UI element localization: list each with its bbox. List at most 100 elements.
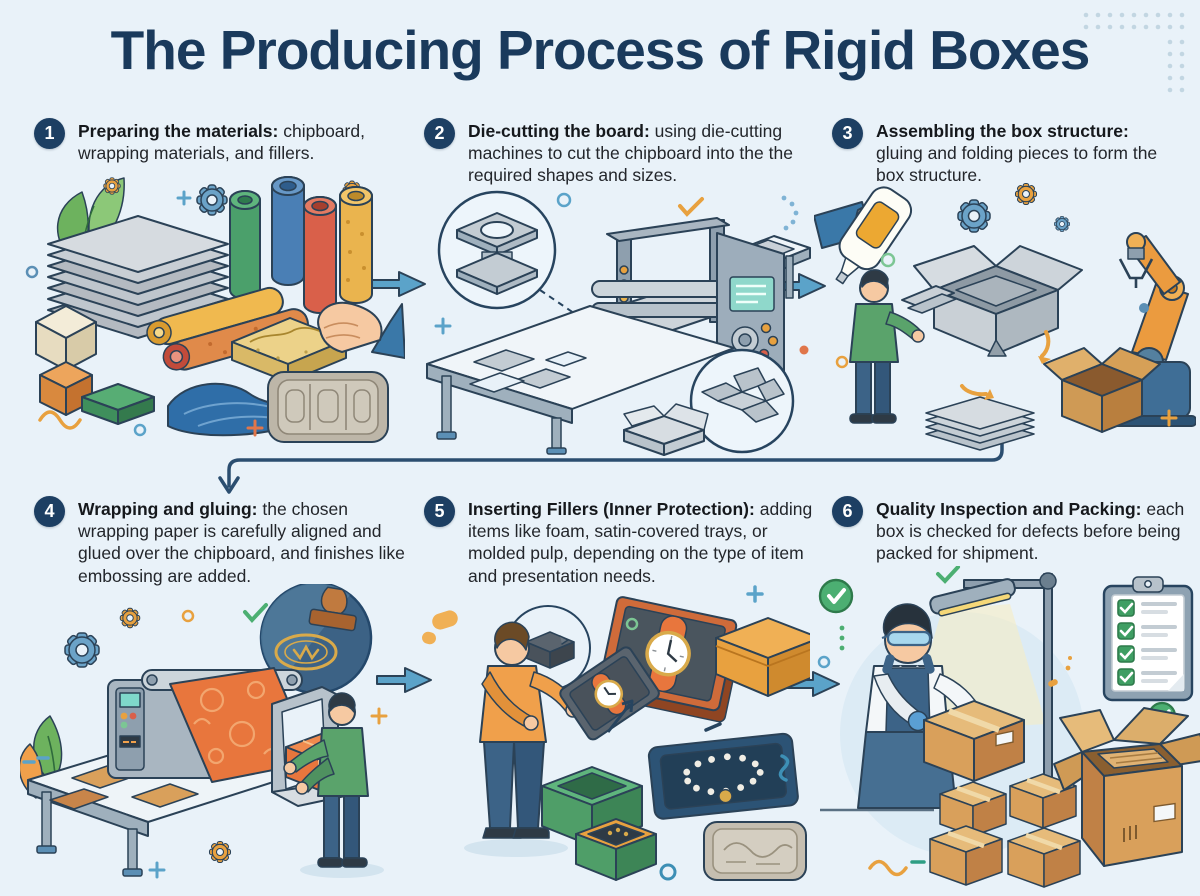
worker-figure [849, 269, 957, 424]
curved-arrow-head [1038, 356, 1051, 364]
molded-pulp-tray-icon [267, 371, 389, 443]
step-1-heading: Preparing the materials: [78, 121, 279, 141]
dash-decoration [704, 722, 722, 732]
circle-decoration [659, 863, 677, 881]
curved-arrow-icon [960, 384, 988, 397]
dot-grid-decoration [1083, 12, 1185, 93]
plus-decoration [434, 317, 452, 335]
plus-decoration [176, 190, 192, 206]
open-flat-box-icon [623, 403, 709, 456]
dot-decoration [799, 345, 809, 355]
open-gray-box-icon [913, 245, 1083, 357]
step-3-header: 3 Assembling the box structure: gluing a… [832, 118, 1188, 187]
step-6-body: each box is checked for defects before b… [876, 499, 1185, 564]
step-6-number-badge: 6 [832, 496, 863, 527]
inspected-box-icon [923, 700, 1025, 782]
circle-decoration [25, 265, 39, 279]
step-4-body: the chosen wrapping paper is carefully a… [78, 499, 405, 586]
sheet-stack-icon [925, 396, 1035, 451]
large-open-box-icon [1053, 707, 1200, 867]
step-1-body: chipboard, wrapping materials, and fille… [78, 121, 365, 164]
flat-blank-detail-circle [689, 348, 795, 454]
quality-inspection-illustration [812, 566, 1200, 888]
jewelry-tray-icon [647, 732, 799, 820]
curved-arrow-icon [1040, 330, 1051, 358]
step-2-number-badge: 2 [424, 118, 455, 149]
squiggle-decoration [778, 754, 790, 782]
small-parcel-icon [1007, 827, 1081, 888]
foam-block-icon [35, 305, 97, 371]
box-assembly-illustration [814, 180, 1196, 456]
circle-decoration [817, 655, 831, 669]
dotted-arc-decoration [781, 195, 799, 231]
arrow-step4-to-step5 [376, 667, 432, 693]
rigid-box-icon [715, 617, 810, 697]
step-5-number-badge: 5 [424, 496, 455, 527]
dash-decoration [22, 756, 50, 764]
gear-icon [1054, 216, 1070, 232]
step-4-number-badge: 4 [34, 496, 65, 527]
watch-tray-in-hands [559, 646, 660, 741]
page-title: The Producing Process of Rigid Boxes [110, 19, 1091, 81]
die-cutting-machine-illustration [412, 178, 812, 456]
check-decoration [243, 603, 268, 623]
infeed-conveyor [426, 305, 735, 455]
fabric-rolls-icon [229, 176, 373, 314]
man-figure [464, 621, 581, 857]
gear-icon [64, 632, 100, 668]
step-4-heading: Wrapping and gluing: [78, 499, 258, 519]
step-5-heading: Inserting Fillers (Inner Protection): [468, 499, 755, 519]
plus-decoration [746, 585, 764, 603]
arrow-line [606, 703, 632, 733]
embossing-stamp-detail-circle [259, 584, 373, 695]
check-decoration [678, 197, 704, 217]
worker-figure [283, 692, 384, 878]
wrapping-machine-illustration [20, 584, 412, 886]
step-6-heading: Quality Inspection and Packing: [876, 499, 1142, 519]
circle-decoration [835, 355, 849, 369]
step-1-header: 1 Preparing the materials: chipboard, wr… [34, 118, 386, 164]
plus-decoration [148, 861, 166, 879]
arrow-head [621, 699, 634, 713]
arrow-step5-to-step6 [784, 671, 840, 697]
gear-icon [957, 199, 991, 233]
squiggle-decoration [868, 859, 908, 877]
open-cardboard-box-icon [1043, 347, 1161, 433]
clipboard-icon [1102, 576, 1194, 702]
circle-decoration [880, 252, 896, 268]
step-2-header: 2 Die-cutting the board: using die-cutti… [424, 118, 806, 187]
small-parcel-icon [929, 825, 1003, 886]
raw-materials-illustration [20, 166, 405, 458]
blob-decoration [422, 610, 458, 645]
step-3-number-badge: 3 [832, 118, 863, 149]
squiggle-decoration [38, 410, 82, 430]
gear-icon [208, 840, 232, 864]
plus-decoration [370, 707, 388, 725]
circle-decoration [625, 617, 639, 631]
gear-icon [1014, 182, 1038, 206]
curved-arrow-head [984, 389, 994, 400]
step-4-header: 4 Wrapping and gluing: the chosen wrappi… [34, 496, 406, 587]
small-parcel-icon [939, 781, 1007, 837]
circle-decoration [133, 423, 147, 437]
die-tool-detail-circle [437, 190, 557, 310]
dot-decoration [1139, 303, 1149, 313]
speck-decoration [1048, 656, 1072, 687]
colon-decoration [839, 625, 845, 651]
step-1-number-badge: 1 [34, 118, 65, 149]
molded-pulp-tray-icon [703, 821, 807, 881]
step-2-body: using die-cutting machines to cut the ch… [468, 121, 793, 186]
circle-decoration [556, 192, 572, 208]
small-green-box-icon [575, 818, 657, 881]
foam-block-icon [39, 361, 93, 416]
step-2-heading: Die-cutting the board: [468, 121, 650, 141]
step-5-body: adding items like foam, satin-covered tr… [468, 499, 813, 586]
check-badge-icon [818, 578, 854, 614]
foam-pad-icon [81, 383, 155, 425]
arrow-step1-to-step2 [370, 271, 426, 297]
step-6-header: 6 Quality Inspection and Packing: each b… [832, 496, 1192, 565]
step-3-body: gluing and folding pieces to form the bo… [876, 143, 1158, 186]
hand-icon [317, 301, 405, 359]
plus-decoration [1160, 409, 1178, 427]
